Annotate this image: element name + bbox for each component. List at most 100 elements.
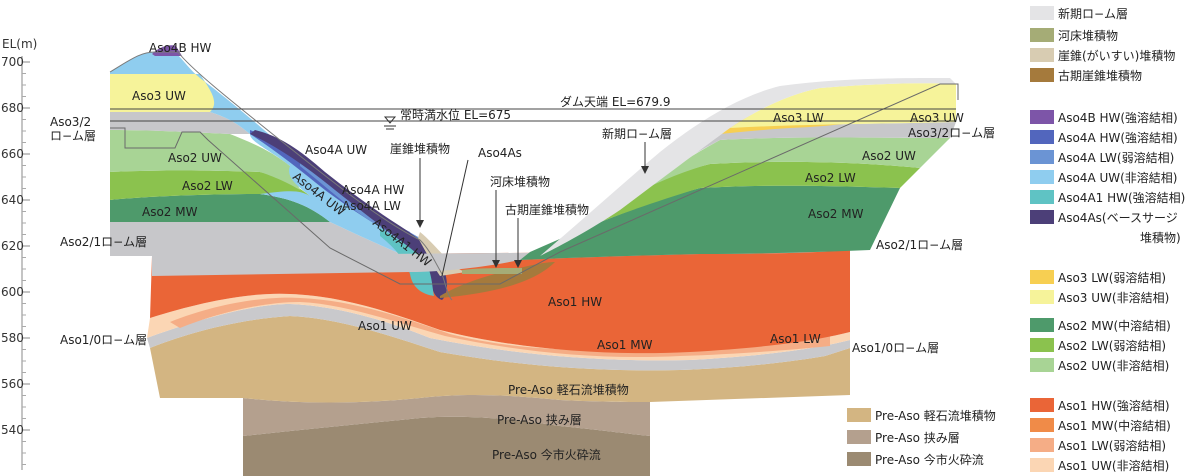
legend-swatch xyxy=(1030,6,1054,20)
legend-label: Pre-Aso 軽石流堆積物 xyxy=(875,408,996,423)
riverbed-pointer-arrow-icon xyxy=(492,260,500,268)
aso2-mw-layer-right xyxy=(520,185,900,260)
legend-label: 古期崖錐堆積物 xyxy=(1058,68,1142,83)
aso2-lw-layer-right xyxy=(580,161,920,226)
legend-swatch xyxy=(1030,398,1054,412)
legend-swatch xyxy=(1030,338,1054,352)
legend-swatch xyxy=(1030,290,1054,304)
legend-label: Aso1 HW(強溶結相) xyxy=(1058,398,1170,413)
pre-aso-interbed-layer xyxy=(243,394,650,436)
axis-tick-label: 600 xyxy=(1,285,24,299)
legend-swatch xyxy=(847,430,871,444)
label-pre-pumice: Pre-Aso 軽石流堆積物 xyxy=(508,382,629,397)
legend-swatch xyxy=(1030,318,1054,332)
label-aso1-hw: Aso1 HW xyxy=(548,295,602,309)
aso1-hw-layer xyxy=(150,250,850,354)
label-aso4as: Aso4As xyxy=(478,146,522,160)
axis-tick-label: 620 xyxy=(1,239,24,253)
legend-swatch xyxy=(1030,110,1054,124)
label-aso4a-hw: Aso4A HW xyxy=(342,183,404,197)
legend-label: Aso2 UW(非溶結相) xyxy=(1058,358,1169,373)
talus-pointer-arrow-icon xyxy=(416,220,424,228)
pre-aso-imaichi-layer xyxy=(243,416,650,476)
legend-swatch xyxy=(1030,458,1054,472)
label-aso10-roam-left: Aso1/0ロ−ム層 xyxy=(60,333,147,347)
label-aso32-roam-right: Aso3/2ロ−ム層 xyxy=(908,126,995,140)
label-old-talus: 古期崖錐堆積物 xyxy=(505,202,589,217)
aso1-uw-layer xyxy=(147,293,850,361)
aso3-2-roam-layer-left xyxy=(110,112,250,134)
aso3-uw-layer-right xyxy=(730,83,956,128)
label-riverbed: 河床堆積物 xyxy=(490,174,550,189)
legend-label: Aso1 UW(非溶結相) xyxy=(1058,458,1169,473)
label-aso2-uw-left: Aso2 UW xyxy=(168,151,222,165)
old-talus-pointer-arrow-icon xyxy=(514,260,522,268)
aso1-roam-layer xyxy=(147,304,850,371)
legend-swatch xyxy=(1030,270,1054,284)
aso4as-pointer xyxy=(441,159,469,277)
label-aso1-mw: Aso1 MW xyxy=(597,338,653,352)
legend-swatch xyxy=(1030,68,1054,82)
aso3-2-roam-layer-right xyxy=(680,122,956,164)
legend-swatch xyxy=(1030,210,1054,224)
label-pre-inter: Pre-Aso 挟み層 xyxy=(497,413,582,427)
riverbed-deposit xyxy=(462,268,522,274)
old-talus-deposit xyxy=(440,262,555,298)
new-roam-layer xyxy=(540,78,956,256)
dam-outline-line xyxy=(110,83,959,285)
axis-tick-label: 560 xyxy=(1,377,24,391)
label-aso2-lw-right: Aso2 LW xyxy=(805,171,856,185)
legend-label: Aso4B HW(強溶結相) xyxy=(1058,110,1178,125)
axis-tick-label: 640 xyxy=(1,193,24,207)
label-aso3-uw-left: Aso3 UW xyxy=(132,89,186,103)
legend-label: Aso3 LW(弱溶結相) xyxy=(1058,270,1166,285)
aso2-lw-layer-left xyxy=(110,170,310,200)
legend-label: Aso4A UW(非溶結相) xyxy=(1058,170,1177,185)
label-aso2-uw-right: Aso2 UW xyxy=(862,149,916,163)
label-aso4a-uw-top: Aso4A UW xyxy=(305,143,367,157)
new-roam-pointer-arrow-icon xyxy=(641,166,649,174)
legend-swatch xyxy=(1030,170,1054,184)
label-aso2-mw-left: Aso2 MW xyxy=(142,205,198,219)
legend-label: Aso1 MW(中溶結相) xyxy=(1058,418,1171,433)
aso4a-uw-layer-left xyxy=(110,52,420,262)
water-level-marker-icon xyxy=(383,116,397,130)
axis-tick-label: 700 xyxy=(1,55,24,69)
legend-label: Pre-Aso 挟み層 xyxy=(875,431,960,445)
legend-label: Aso4A HW(強溶結相) xyxy=(1058,130,1178,145)
label-aso21-roam-left: Aso2/1ロ−ム層 xyxy=(60,235,147,249)
legend-swatch xyxy=(1030,418,1054,432)
legend-label: 崖錐(がいすい)堆積物 xyxy=(1058,48,1175,63)
label-aso4b-hw: Aso4B HW xyxy=(149,41,212,55)
legend-swatch xyxy=(1030,150,1054,164)
label-aso3-uw-right: Aso3 UW xyxy=(910,111,964,125)
legend-swatch xyxy=(1030,28,1054,42)
label-aso32-roam-left-line1: Aso3/2 xyxy=(50,115,91,129)
legend-label: 河床堆積物 xyxy=(1058,28,1118,43)
legend-label: Aso4As(ベースサージ xyxy=(1058,211,1178,225)
aso2-mw-layer-left xyxy=(110,194,330,222)
aso2-uw-layer-left xyxy=(110,130,300,190)
legend-swatch xyxy=(847,452,871,466)
label-aso10-roam-right: Aso1/0ロ−ム層 xyxy=(852,341,939,355)
label-aso4a-lw: Aso4A LW xyxy=(342,199,401,213)
label-aso21-roam-right: Aso2/1ロ−ム層 xyxy=(876,238,963,252)
dam-crest-label: ダム天端 EL=679.9 xyxy=(560,94,671,109)
label-aso2-mw-right: Aso2 MW xyxy=(808,207,864,221)
legend-swatch xyxy=(847,408,871,422)
legend-label: 堆積物) xyxy=(1140,230,1181,245)
aso2-uw-layer-right xyxy=(630,137,950,196)
axis-tick-label: 580 xyxy=(1,331,24,345)
label-pre-imaichi: Pre-Aso 今市火砕流 xyxy=(492,447,601,462)
label-aso1-lw: Aso1 LW xyxy=(770,332,821,346)
legend-label: 新期ロ−ム層 xyxy=(1058,6,1128,21)
aso1-lw-layer xyxy=(170,297,830,358)
axis-tick-label: 680 xyxy=(1,101,24,115)
legend-label: Aso2 LW(弱溶結相) xyxy=(1058,338,1166,353)
legend-swatch xyxy=(1030,438,1054,452)
